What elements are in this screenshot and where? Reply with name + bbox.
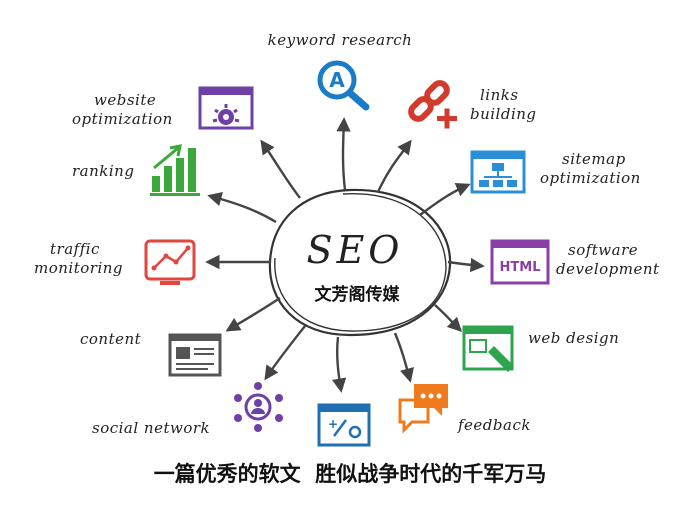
label-traffic-monitoring: traffic monitoring: [34, 240, 124, 277]
bar-chart-up-icon: [150, 144, 200, 196]
label-software-development: software development: [556, 241, 660, 278]
center-circle: [268, 188, 452, 337]
magnifier-a-icon: A: [317, 60, 370, 111]
label-feedback: feedback: [458, 416, 531, 434]
label-social-network: social network: [92, 419, 211, 437]
arrow-links-building: [376, 139, 412, 193]
label-web-design: web design: [528, 329, 620, 347]
caption: 一篇优秀的软文 胜似战争时代的千军万马: [153, 462, 547, 486]
svg-text:A: A: [329, 68, 345, 92]
arrow-feedback: [393, 332, 414, 383]
arrow-keyword-research: [336, 117, 351, 191]
line-chart-icon: [144, 239, 196, 285]
arrow-ranking: [207, 192, 277, 224]
arrow-social: [264, 325, 306, 381]
web-design-icon: [462, 325, 514, 372]
html-icon: HTML: [490, 239, 550, 285]
seo-logo-text: SEO: [306, 228, 404, 272]
arrow-software: [447, 257, 485, 273]
sitemap-icon: [470, 150, 526, 194]
chat-bubbles-icon: [398, 384, 448, 434]
tools-board-icon: +: [317, 403, 371, 447]
label-links-building: links building: [470, 86, 537, 123]
arrow-content: [225, 297, 281, 332]
label-sitemap-optimization: sitemap optimization: [540, 150, 641, 187]
arrow-web-design: [434, 304, 463, 333]
chain-link-plus-icon: [408, 80, 457, 129]
brand-name: 文芳阁传媒: [314, 285, 400, 305]
document-icon: [168, 333, 222, 377]
svg-text:HTML: HTML: [500, 260, 541, 275]
label-content: content: [80, 330, 142, 348]
label-keyword-research: keyword research: [267, 31, 413, 49]
arrow-website-opt: [260, 139, 301, 199]
connector-arrows: [205, 117, 485, 393]
arrow-sitemap: [419, 183, 471, 216]
gear-window-icon: [198, 86, 254, 130]
arrow-analytics: [332, 336, 347, 393]
people-network-icon: [234, 382, 283, 432]
label-ranking: ranking: [72, 162, 135, 180]
svg-text:+: +: [328, 417, 338, 431]
label-website-optimization: website optimization: [72, 91, 173, 128]
